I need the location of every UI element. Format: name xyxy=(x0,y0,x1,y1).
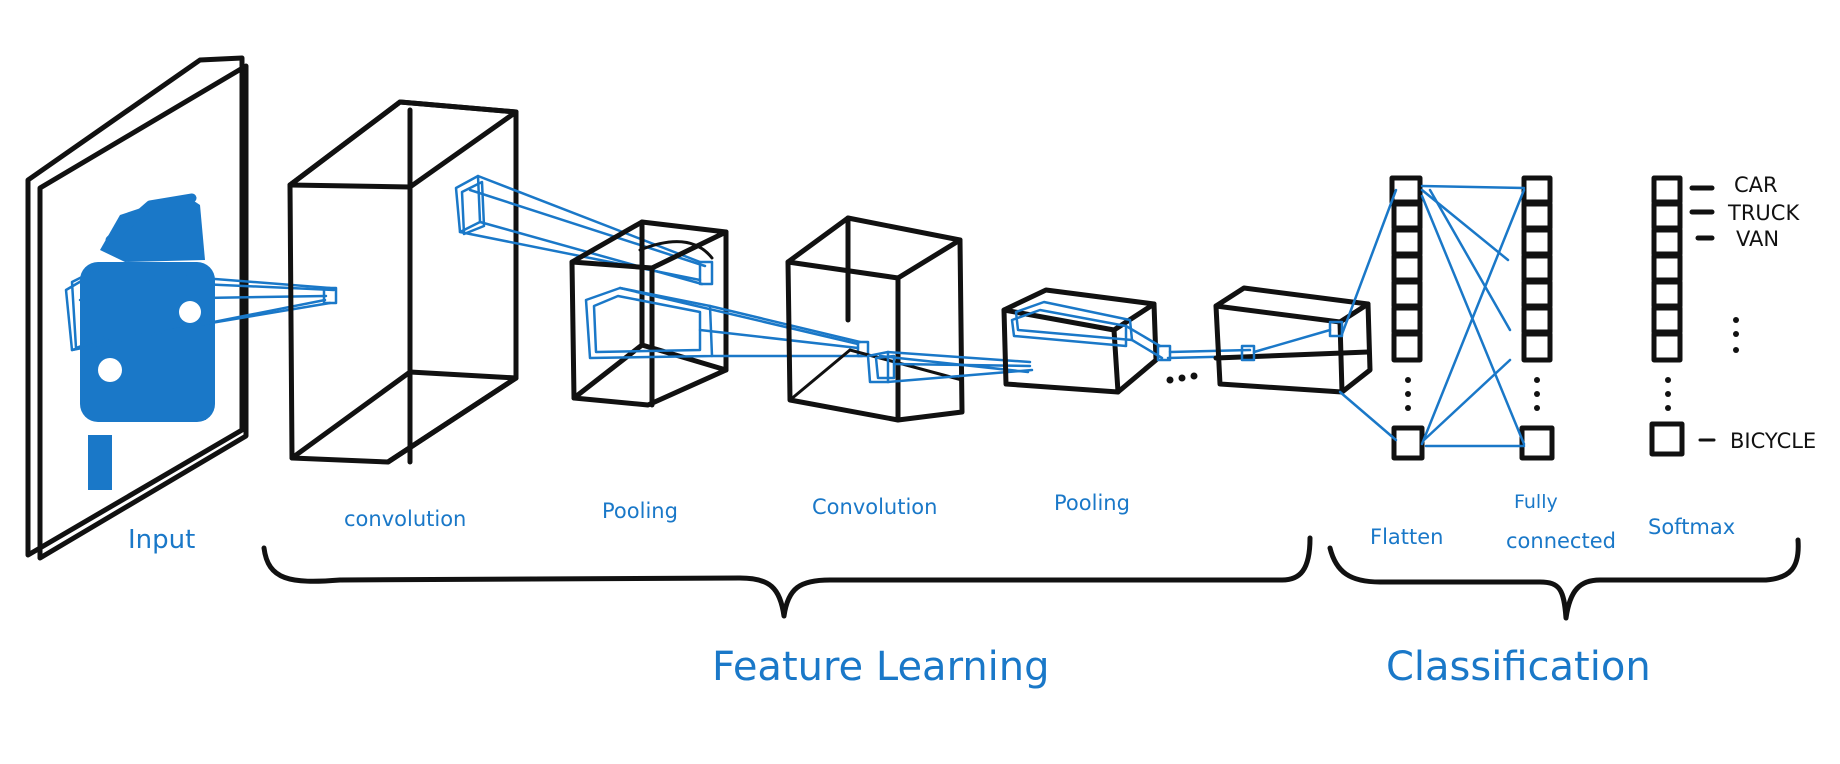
stage-labels: Input convolution Pooling Convolution Po… xyxy=(128,491,1735,555)
classification-brace xyxy=(1327,537,1801,621)
pool1-volume xyxy=(569,219,729,408)
ellipsis-dots xyxy=(1166,372,1198,384)
fully-connected-column xyxy=(1420,175,1555,461)
label-pool1: Pooling xyxy=(602,499,678,523)
label-softmax: Softmax xyxy=(1648,515,1735,539)
label-flatten: Flatten xyxy=(1370,525,1443,549)
output-label-bicycle: BICYCLE xyxy=(1730,429,1816,453)
softmax-column xyxy=(1649,175,1739,457)
group-label-classification: Classification xyxy=(1386,644,1651,690)
final-volume xyxy=(1213,285,1373,395)
output-label-car: CAR xyxy=(1734,173,1778,197)
input-image xyxy=(25,55,249,561)
label-fully: Fully xyxy=(1514,491,1558,513)
pool2-volume xyxy=(1001,287,1252,395)
label-input: Input xyxy=(128,525,195,555)
conv1-to-pool1-lines xyxy=(454,174,714,286)
output-labels: CAR TRUCK VAN BICYCLE xyxy=(1727,173,1816,453)
label-pool2: Pooling xyxy=(1054,491,1130,515)
label-conv1: convolution xyxy=(344,507,466,531)
pool1-to-conv2-lines xyxy=(584,286,870,360)
feature-learning-brace xyxy=(261,535,1313,619)
conv1-volume xyxy=(287,99,519,465)
label-conv2: Convolution xyxy=(812,495,937,519)
output-label-truck: TRUCK xyxy=(1727,201,1800,225)
flatten-column xyxy=(1338,175,1425,461)
conv2-volume xyxy=(785,215,965,423)
car-icon xyxy=(64,193,215,490)
group-label-feature-learning: Feature Learning xyxy=(712,644,1050,690)
label-connected: connected xyxy=(1506,529,1616,553)
output-label-van: VAN xyxy=(1736,227,1779,251)
